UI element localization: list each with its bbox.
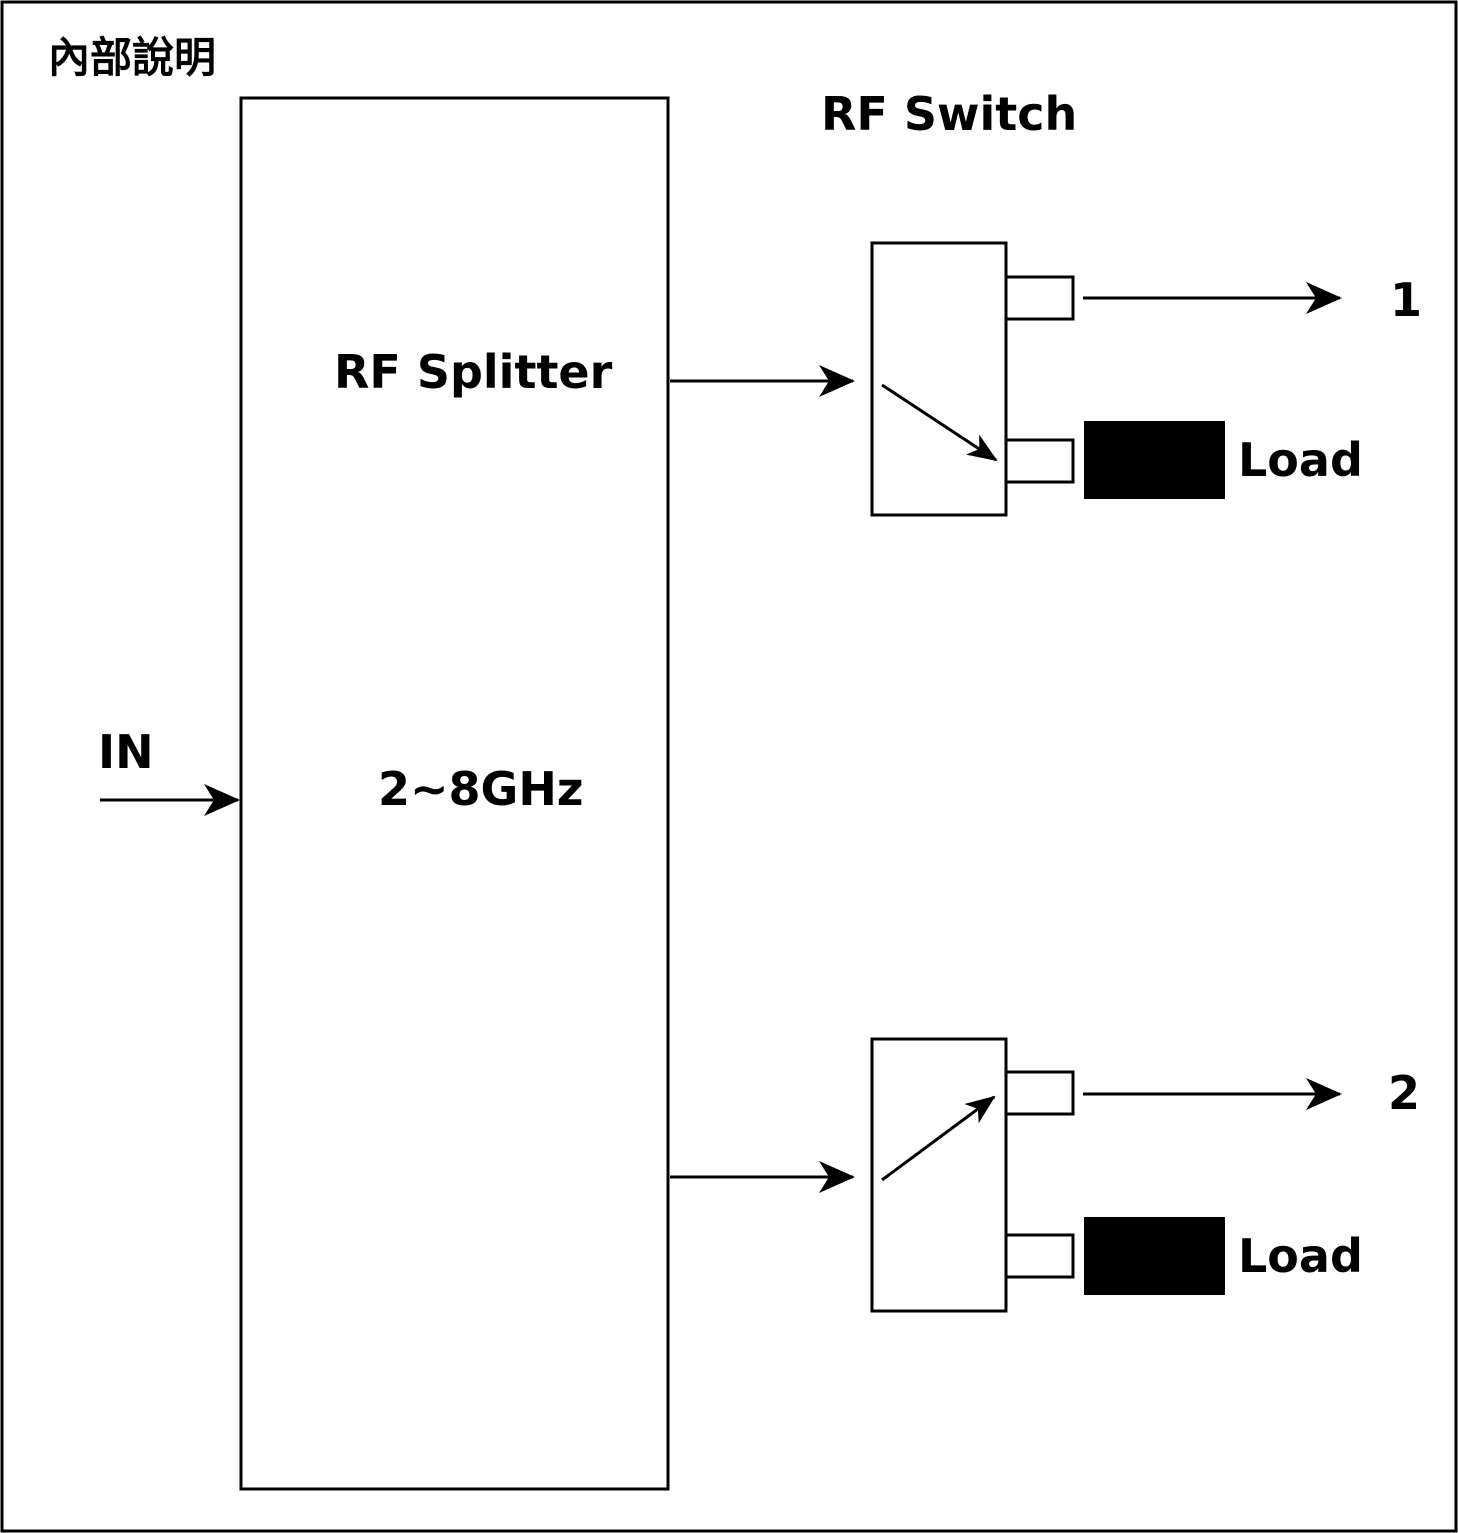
rf-switch-1 <box>870 241 1008 517</box>
switch-1-load-port <box>1004 438 1075 484</box>
output-1-label: 1 <box>1390 273 1422 327</box>
switch-2-load-port <box>1004 1233 1075 1279</box>
channel-2: 2 Load <box>670 1037 1420 1313</box>
output-2-label: 2 <box>1388 1066 1420 1120</box>
rf-switch-2 <box>870 1037 1008 1313</box>
load-1-block <box>1084 421 1225 499</box>
rf-splitter: RF Splitter 2~8GHz <box>239 96 670 1491</box>
splitter-range: 2~8GHz <box>378 762 584 816</box>
splitter-name: RF Splitter <box>334 345 613 399</box>
splitter-box <box>239 96 670 1491</box>
load-2-label: Load <box>1238 1229 1363 1283</box>
input-port: IN <box>98 725 240 816</box>
input-label: IN <box>98 725 154 779</box>
switch-1-output-port <box>1004 275 1075 321</box>
switch-1-contact-arrow <box>881 383 998 462</box>
switch-group-label: RF Switch <box>821 87 1077 141</box>
load-2-block <box>1084 1217 1225 1295</box>
switch-2-contact-arrow <box>881 1095 996 1182</box>
page-title: 內部說明 <box>48 33 216 82</box>
switch-2-output-port <box>1004 1070 1075 1116</box>
channel-1: 1 Load <box>670 241 1422 517</box>
load-1-label: Load <box>1238 433 1363 487</box>
